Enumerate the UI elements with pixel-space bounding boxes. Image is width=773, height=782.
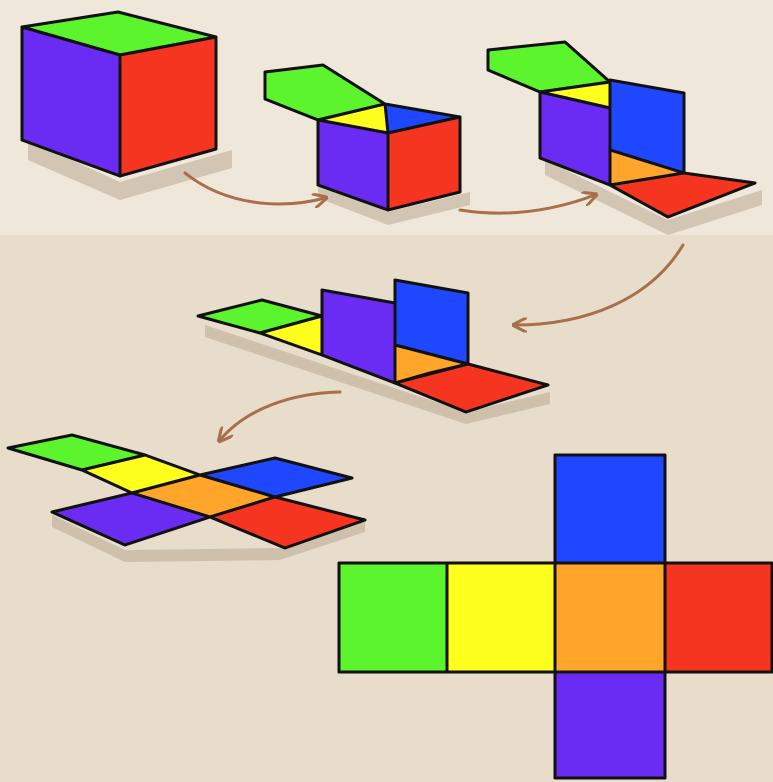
arrow-step3-to-step4 xyxy=(515,243,685,325)
arrow-step4-to-step5 xyxy=(220,390,342,440)
step-cross-net-flat xyxy=(337,453,773,780)
face-red-side xyxy=(386,115,462,212)
step-flattening xyxy=(196,278,550,424)
face-red-floor xyxy=(393,362,550,414)
step-closed-cube xyxy=(20,10,232,200)
face-red-floor xyxy=(608,171,757,219)
step-lid-opening xyxy=(263,63,470,225)
net-face-green xyxy=(337,561,449,674)
arrow-step2-to-step3 xyxy=(458,195,595,215)
net-face-blue xyxy=(553,453,667,565)
net-face-orange xyxy=(553,561,667,674)
step-cross-net-perspective xyxy=(6,433,367,562)
face-red xyxy=(208,495,367,550)
arrow-step1-to-step2 xyxy=(183,171,325,204)
face-red-side xyxy=(118,35,218,178)
net-face-purple xyxy=(553,670,667,780)
net-face-red xyxy=(663,561,773,674)
step-side-unfolding xyxy=(486,40,762,235)
net-face-yellow xyxy=(445,561,557,674)
